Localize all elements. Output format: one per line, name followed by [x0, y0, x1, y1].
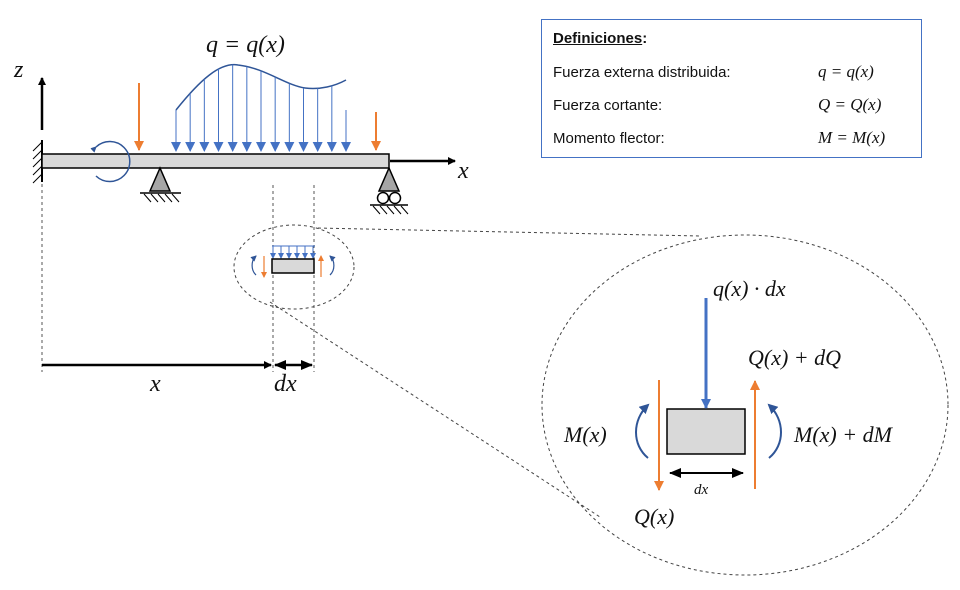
definition-label-distributed-load: Fuerza externa distribuida:	[553, 64, 731, 81]
fixed-support-icon	[32, 140, 43, 184]
shear-left-label: Q(x)	[634, 504, 674, 529]
definitions-title: Definiciones:	[553, 30, 647, 47]
definitions-box: Definiciones: Fuerza externa distribuida…	[541, 19, 922, 158]
element-width-label: dx	[274, 371, 297, 397]
roller-support-icon	[370, 166, 409, 215]
moment-right-arrow	[767, 403, 782, 459]
definition-label-moment: Momento flector:	[553, 130, 665, 147]
width-label: dx	[694, 482, 709, 498]
definition-eq-shear: Q = Q(x)	[818, 95, 882, 114]
element-block	[666, 408, 746, 455]
small-zoom-ellipse	[233, 224, 355, 310]
x-axis: x	[390, 157, 469, 184]
dimension-x: x	[42, 361, 272, 397]
definition-eq-moment: M = M(x)	[818, 128, 886, 147]
shear-right-label: Q(x) + dQ	[748, 345, 841, 370]
definitions-title-text: Definiciones	[553, 30, 643, 47]
z-axis-label: z	[13, 57, 24, 83]
definitions-title-colon: :	[642, 30, 648, 47]
definition-eq-distributed-load: q = q(x)	[818, 62, 874, 81]
distributed-load: q = q(x)	[171, 32, 351, 152]
load-label: q = q(x)	[206, 32, 285, 58]
moment-left-label: M(x)	[563, 422, 607, 447]
pin-support-icon	[140, 166, 181, 203]
small-element	[250, 245, 336, 278]
zoom-connectors	[269, 227, 701, 518]
definition-label-shear: Fuerza cortante:	[553, 97, 663, 114]
load-curve	[175, 63, 347, 111]
dimension-guides	[41, 184, 315, 372]
detail-zoom-ellipse	[541, 234, 949, 576]
dimension-dx: dx	[274, 360, 313, 397]
distributed-load-label: q(x) · dx	[713, 276, 786, 301]
position-label: x	[149, 371, 161, 397]
beam	[41, 153, 390, 169]
detail-element: q(x) · dx Q(x) Q(x) + dQ M(x) M(x) + dM …	[563, 276, 894, 529]
x-axis-label: x	[457, 158, 469, 184]
moment-right-label: M(x) + dM	[793, 422, 894, 447]
z-axis: z	[13, 57, 46, 130]
moment-left-arrow	[635, 403, 650, 459]
load-arrows	[171, 64, 351, 152]
applied-moment-icon	[90, 140, 131, 183]
